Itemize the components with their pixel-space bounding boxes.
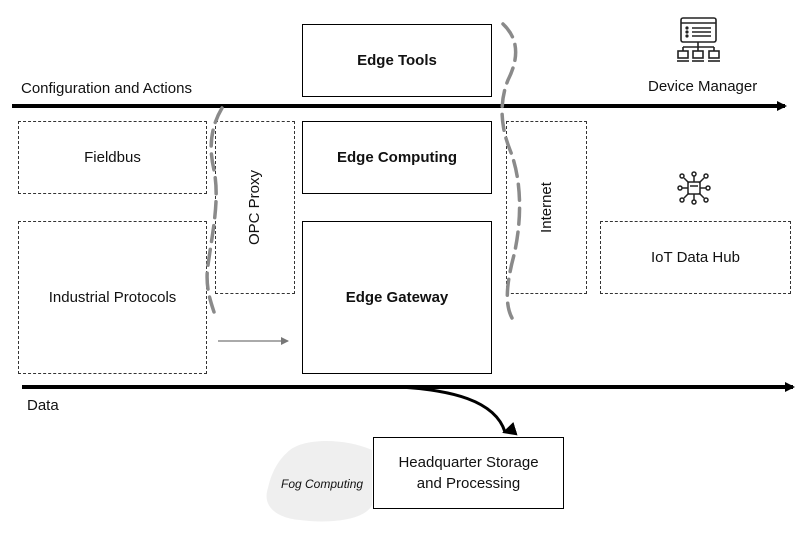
edge-computing-box: Edge Computing <box>302 121 492 194</box>
hq-storage-box: Headquarter Storage and Processing <box>373 437 564 509</box>
fieldbus-box: Fieldbus <box>18 121 207 194</box>
right-dashed-curve <box>500 22 522 320</box>
fieldbus-label: Fieldbus <box>84 149 141 166</box>
data-label: Data <box>27 397 59 414</box>
edge-tools-box: Edge Tools <box>302 24 492 97</box>
device-manager-label: Device Manager <box>648 78 758 95</box>
config-actions-label: Configuration and Actions <box>21 80 192 97</box>
industrial-protocols-box: Industrial Protocols <box>18 221 207 374</box>
industrial-protocols-label: Industrial Protocols <box>48 289 177 306</box>
opc-proxy-box: OPC Proxy <box>215 121 295 294</box>
edge-computing-label: Edge Computing <box>337 149 457 166</box>
iot-data-hub-box: IoT Data Hub <box>600 221 791 294</box>
edge-gateway-box: Edge Gateway <box>302 221 492 374</box>
hq-storage-label: Headquarter Storage and Processing <box>398 454 539 492</box>
edge-tools-label: Edge Tools <box>357 52 437 69</box>
network-computer-icon <box>677 17 720 62</box>
iot-data-hub-label: IoT Data Hub <box>651 249 740 266</box>
hub-nodes-icon <box>677 171 711 205</box>
edge-gateway-label: Edge Gateway <box>345 289 449 306</box>
hq-curve-arrow <box>399 385 518 436</box>
fog-computing-label: Fog Computing <box>281 477 364 491</box>
left-dashed-curve <box>205 106 224 314</box>
